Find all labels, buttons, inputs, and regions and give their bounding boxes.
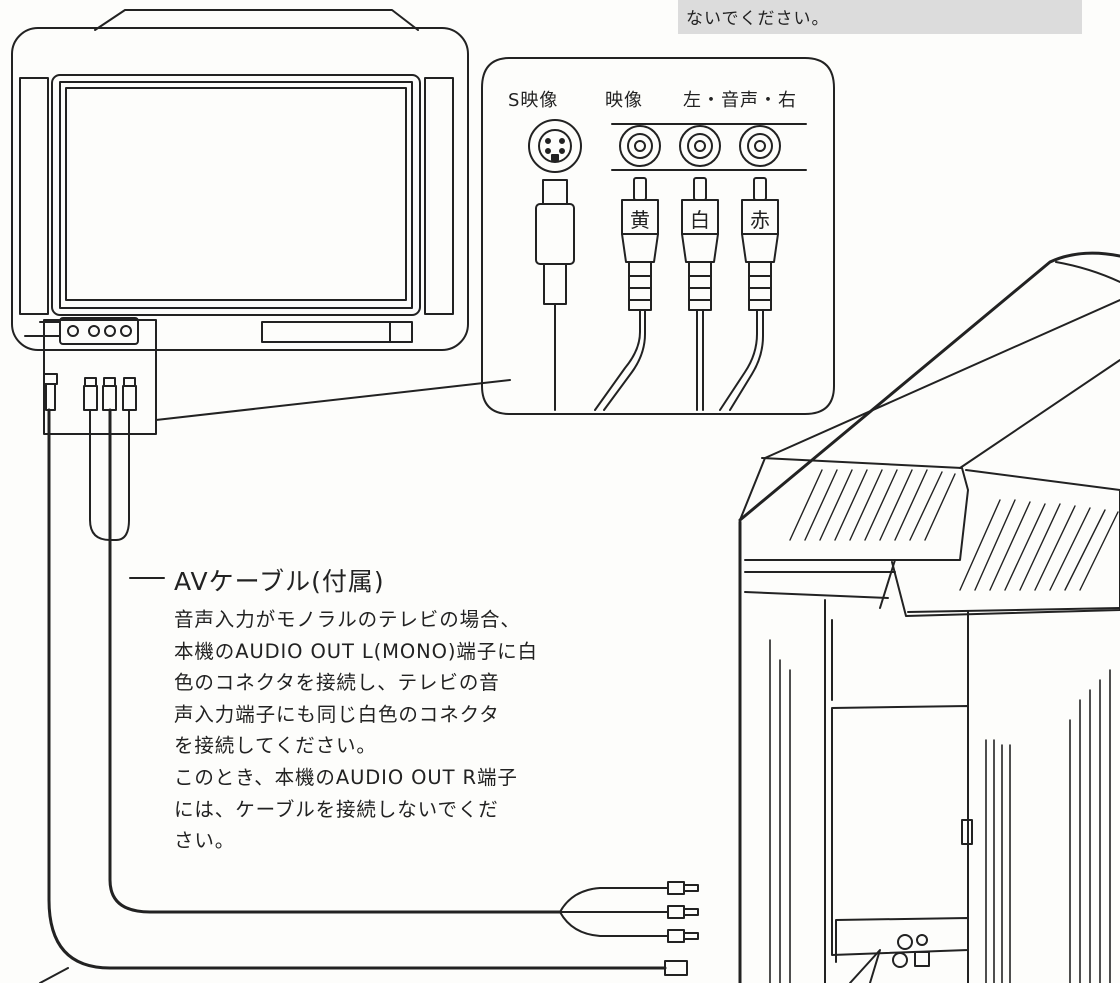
description-line: 本機のAUDIO OUT L(MONO)端子に白 [174, 639, 538, 663]
cables [39, 408, 699, 983]
av-cable-description: 音声入力がモノラルのテレビの場合、 本機のAUDIO OUT L(MONO)端子… [174, 604, 594, 857]
tv-set [11, 9, 469, 351]
av-cable-title: AVケーブル(付属) [174, 567, 385, 596]
player-unit [738, 251, 1120, 983]
plug-tag-yellow: 黄 [630, 208, 650, 232]
description-line: を接続してください。 [174, 734, 377, 758]
description-line: 色のコネクタを接続し、テレビの音 [174, 671, 500, 695]
tv-front-jacks [43, 317, 511, 435]
description-line: には、ケーブルを接続しないでくだ [174, 797, 499, 821]
description-line: 音声入力がモノラルのテレビの場合、 [174, 608, 521, 631]
caution-note-box [678, 0, 1082, 34]
s-video-label: S映像 [508, 90, 559, 111]
video-label: 映像 [605, 90, 643, 111]
plug-tag-white: 白 [690, 208, 710, 232]
caution-note-text: ないでください。 [686, 9, 830, 29]
description-line: さい。 [174, 829, 236, 853]
plug-tag-red: 赤 [750, 208, 770, 232]
audio-label: 左・音声・右 [683, 90, 797, 111]
description-line: 声入力端子にも同じ白色のコネクタ [174, 702, 500, 726]
description-line: このとき、本機のAUDIO OUT R端子 [174, 765, 518, 789]
av-jack-callout [481, 57, 835, 415]
